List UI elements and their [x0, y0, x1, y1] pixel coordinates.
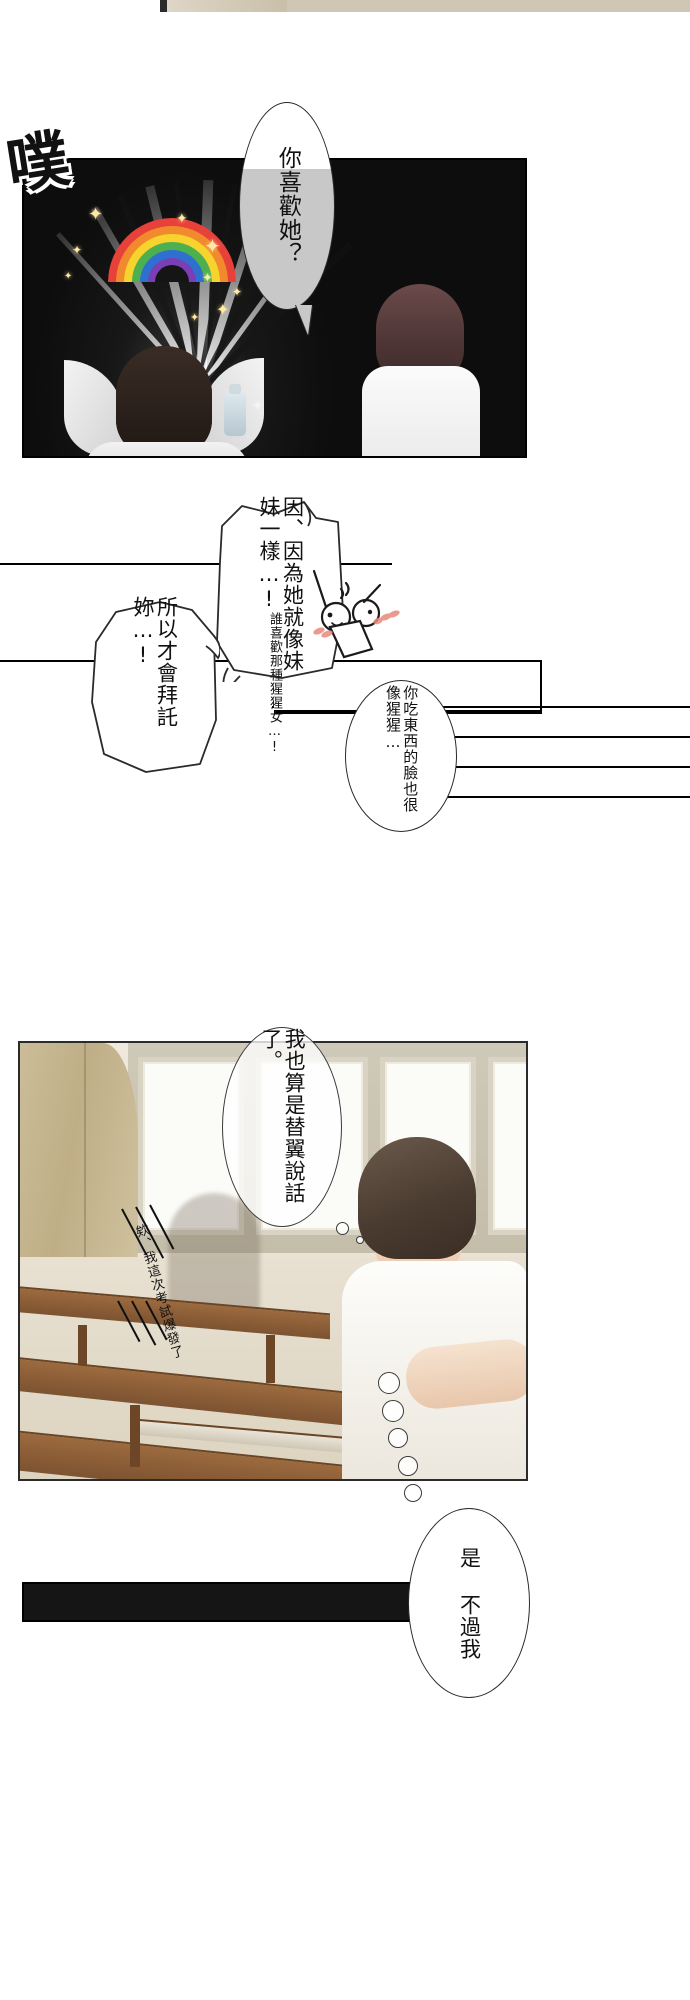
panel-divider-line	[430, 796, 690, 798]
speech-bubble-text: 你喜歡她？	[274, 146, 301, 266]
bubble-tail	[296, 305, 312, 335]
panel-divider-line	[0, 563, 392, 565]
speech-bubble-do-you-like-her: 你喜歡她？	[239, 102, 335, 335]
sparkle-icon: ✦	[216, 300, 230, 319]
strip-white-left	[0, 0, 160, 12]
background-figure-silhouette	[168, 1193, 260, 1313]
character-a-body	[84, 442, 249, 456]
speech-bubble-eating-face-like-gorilla: 你吃東西的臉也很像猩猩…	[345, 680, 457, 832]
thought-dot	[404, 1484, 422, 1502]
speech-bubble-text: 所以才會拜託妳…!	[131, 596, 179, 728]
sparkle-icon: ✦	[72, 243, 83, 257]
panel-divider-line	[430, 766, 690, 768]
sfx-pu-text: 噗	[1, 121, 75, 204]
spray-can	[224, 384, 246, 436]
panel-divider-line	[274, 660, 542, 662]
speech-bubble-text: 你吃東西的臉也很像猩猩…	[384, 685, 420, 813]
small-text-who-likes-gorilla-girl: 誰喜歡那種猩猩女…!	[266, 612, 282, 756]
sparkle-icon: ✦	[232, 285, 243, 299]
bubble-outline	[91, 601, 220, 773]
previous-panel-strip	[0, 0, 690, 12]
character-b-body	[362, 366, 480, 456]
sparkle-icon: ✦	[64, 271, 73, 282]
thought-dot	[336, 1222, 349, 1235]
student-hair	[358, 1137, 476, 1259]
thought-bubble-i-spoke-for-tsubasa: 我也算是替翼說話了。	[222, 1027, 342, 1227]
thought-dot	[382, 1400, 404, 1422]
character-a-head	[116, 346, 212, 456]
speech-bubble-text: 是 不過我	[457, 1546, 482, 1660]
sparkle-icon: ✦	[202, 271, 213, 286]
thought-bubble-text: 我也算是替翼說話了。	[259, 1028, 307, 1204]
panel-dark-scene: ✦ ✦ ✦ ✦ ✦ ✦ ✦ ✦ ✦ ✦	[22, 158, 527, 458]
thought-dot	[378, 1372, 400, 1394]
panel-divider-line	[430, 706, 690, 708]
speech-bubble-like-a-sister: 因、因為她就像妹妹一樣…!	[212, 492, 348, 682]
speech-bubble-thats-why-i-ask-you: 所以才會拜託妳…!	[88, 592, 220, 774]
desk-leg	[78, 1325, 87, 1377]
panel-white-lower-right	[272, 706, 690, 796]
panel-divider-line	[430, 736, 690, 738]
strip-dark-divider	[160, 0, 167, 12]
thought-dot	[398, 1456, 418, 1476]
strip-tan-right	[167, 0, 690, 12]
sparkle-icon: ✦	[88, 204, 104, 225]
thought-dot	[356, 1236, 364, 1244]
desk-leg	[130, 1405, 140, 1467]
speech-bubble-bottom: 是 不過我	[408, 1508, 530, 1698]
sparkle-icon: ✦	[204, 234, 221, 258]
stick-figure-doodle	[312, 569, 400, 659]
sparkle-icon: ✦	[176, 211, 188, 227]
speech-bubble-text: 因、因為她就像妹妹一樣…!	[257, 496, 305, 672]
thought-dot	[388, 1428, 408, 1448]
window	[488, 1057, 526, 1235]
desk-leg	[266, 1335, 275, 1383]
sparkle-icon: ✦	[190, 311, 200, 324]
strip-tan-highlight	[167, 0, 287, 12]
